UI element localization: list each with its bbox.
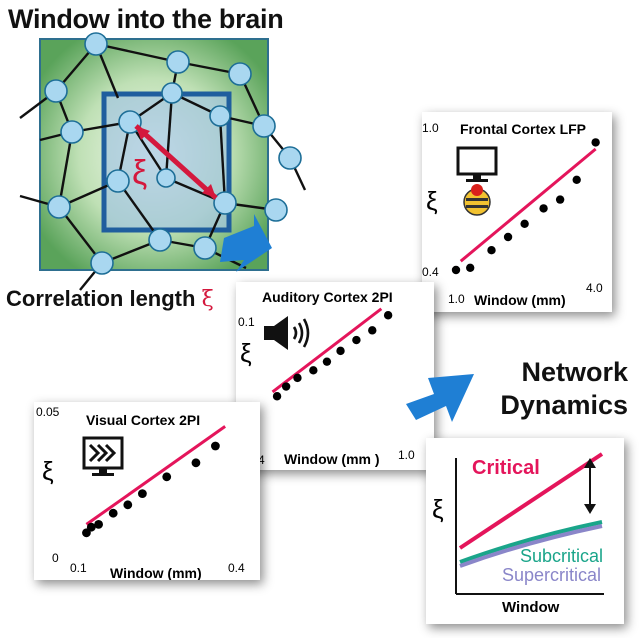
data-point — [591, 138, 600, 147]
subcritical-curve — [459, 520, 603, 564]
y-axis-label: ξ — [240, 338, 252, 368]
y-tick-max: 0.1 — [238, 315, 255, 329]
data-point — [138, 489, 147, 498]
x-axis-label: Window (mm) — [110, 565, 202, 580]
auditory-chart: Auditory Cortex 2PI 0.1 0 ξ 0.4 1.0 Wind… — [238, 289, 415, 467]
data-point — [368, 326, 377, 335]
data-point — [352, 335, 361, 345]
data-point — [272, 392, 282, 401]
y-tick-min: 0 — [52, 551, 59, 565]
x-axis-label: Window (mm ) — [284, 451, 380, 467]
visual-chart: Visual Cortex 2PI 0.05 0 ξ 0.1 0.4 Windo… — [36, 405, 245, 581]
correlation-arrow — [134, 124, 218, 200]
data-point — [211, 441, 220, 451]
supercritical-curve — [459, 524, 603, 568]
y-tick-max: 0.05 — [36, 405, 60, 419]
fit-line — [459, 147, 597, 263]
x-tick-max: 4.0 — [586, 281, 603, 295]
data-point — [94, 520, 103, 529]
auditory-panel: Auditory Cortex 2PI 0.1 0 ξ 0.4 1.0 Wind… — [236, 282, 434, 470]
critical-label: Critical — [472, 457, 540, 479]
data-point — [466, 263, 475, 272]
x-tick-max: 0.4 — [228, 561, 245, 575]
x-axis-label: Window — [502, 599, 560, 616]
y-axis-label: ξ — [42, 456, 54, 486]
data-point — [108, 508, 118, 518]
data-point — [520, 219, 529, 228]
x-axis-label: Window (mm) — [474, 292, 566, 308]
fast-forward-screen-icon — [82, 436, 124, 476]
blue-arrow-2 — [406, 374, 474, 422]
chart-title: Visual Cortex 2PI — [86, 412, 200, 428]
data-point — [383, 311, 393, 320]
y-axis-label: ξ — [432, 494, 444, 524]
data-point — [86, 522, 96, 532]
subcritical-label: Subcritical — [520, 546, 603, 566]
data-point — [555, 195, 565, 204]
x-tick-min: 1.0 — [448, 292, 465, 306]
y-tick-max: 1.0 — [422, 121, 439, 135]
data-point — [487, 246, 496, 255]
network-dynamics-panel: ξ Window Critical Subcritical Supercriti… — [426, 438, 624, 624]
xi-symbol: ξ — [132, 154, 147, 192]
speaker-icon — [264, 316, 310, 350]
fit-line — [271, 307, 383, 394]
monitor-with-mouse-icon — [456, 146, 498, 216]
blue-arrow-1 — [220, 214, 272, 272]
data-point — [309, 366, 318, 375]
network-dynamics-title: Network Dynamics — [500, 357, 628, 420]
data-point — [336, 346, 345, 356]
frontal-panel: Frontal Cortex LFP 1.0 0.4 ξ 1.0 4.0 Win… — [422, 112, 612, 312]
frontal-chart: Frontal Cortex LFP 1.0 0.4 ξ 1.0 4.0 Win… — [422, 121, 603, 308]
chart-title: Auditory Cortex 2PI — [262, 289, 393, 305]
critical-line — [458, 452, 604, 550]
data-point — [572, 175, 581, 184]
chart-title: Frontal Cortex LFP — [460, 121, 586, 137]
page-title: Window into the brain — [8, 4, 284, 34]
correlation-length-label: Correlation length ξ — [6, 286, 214, 312]
network-window-illustration: ξ — [19, 32, 307, 291]
data-point — [191, 458, 201, 468]
visual-panel: Visual Cortex 2PI 0.05 0 ξ 0.1 0.4 Windo… — [34, 402, 260, 581]
supercritical-label: Supercritical — [502, 565, 601, 585]
data-point — [451, 265, 461, 275]
x-tick-max: 1.0 — [398, 448, 415, 462]
data-point — [123, 500, 133, 510]
data-point — [162, 472, 172, 482]
data-point — [503, 232, 513, 242]
data-point — [539, 204, 548, 213]
data-point — [293, 373, 302, 383]
data-point — [322, 357, 332, 366]
y-axis-label: ξ — [426, 186, 438, 216]
fit-line — [85, 425, 226, 526]
y-tick-min: 0.4 — [422, 265, 439, 279]
x-tick-min: 0.1 — [70, 561, 87, 575]
network-dynamics-chart: ξ Window Critical Subcritical Supercriti… — [432, 452, 604, 616]
network-nodes — [44, 32, 302, 275]
data-point — [281, 382, 291, 391]
